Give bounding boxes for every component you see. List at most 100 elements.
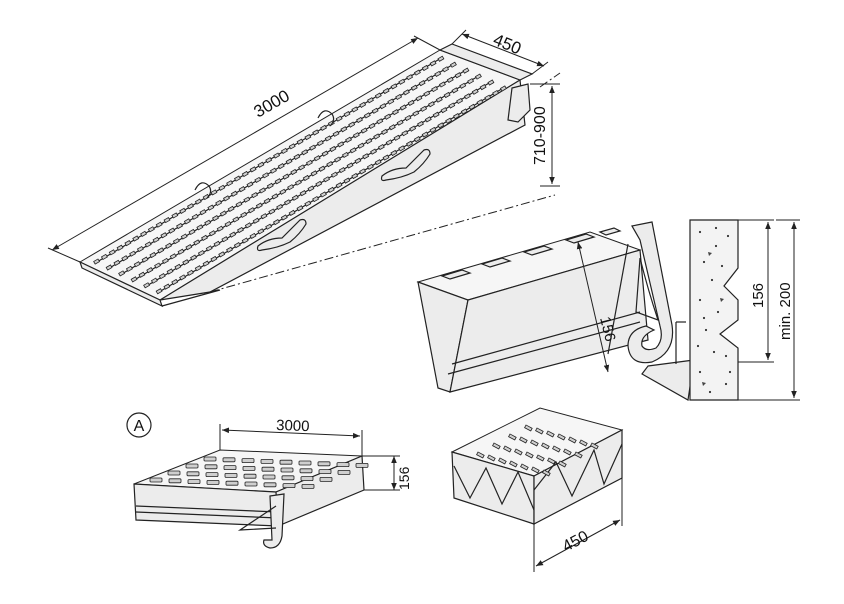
- ramp-bottom-edge: [161, 289, 221, 307]
- ramp-slot: [100, 253, 108, 261]
- dim-line-section-height: [576, 241, 610, 373]
- concrete-dot: [728, 370, 732, 374]
- dim-line-ramp-length: [51, 37, 419, 251]
- detail-length-label: 3000: [276, 417, 310, 435]
- concrete-dot: [708, 390, 712, 394]
- ramp-slot: [442, 66, 450, 73]
- ramp-slot: [158, 272, 166, 280]
- detail-slot: [261, 466, 275, 472]
- ramp-slot: [163, 283, 171, 290]
- detail-slot: [204, 464, 218, 470]
- ramp-slot: [154, 262, 162, 269]
- ramp-slot: [146, 267, 154, 274]
- ramp-slot: [424, 116, 432, 123]
- detail-slot: [318, 469, 332, 475]
- ramp-slot: [179, 274, 187, 281]
- ramp-slot: [194, 265, 202, 272]
- ramp-slot: [432, 111, 440, 118]
- concrete-dot: [698, 370, 702, 374]
- ramp-slot: [174, 263, 182, 270]
- ramp-slot: [467, 78, 475, 85]
- concrete-dot: [696, 344, 700, 348]
- ramp-slot: [499, 85, 507, 92]
- module-slot: [541, 442, 550, 450]
- tread-pad: [598, 227, 622, 236]
- concrete-dot: [702, 316, 706, 320]
- module-slot: [492, 442, 501, 450]
- section-detail-view: 156 156 min. 200: [416, 219, 800, 401]
- concrete-dot: [724, 354, 728, 358]
- module-slot: [498, 457, 507, 465]
- concrete-dot: [724, 382, 728, 386]
- ramp-deck: [78, 49, 522, 301]
- ramp-slot: [197, 249, 205, 257]
- detail-marker-circle: [126, 412, 152, 438]
- ext-line: [413, 35, 441, 51]
- ramp-slot: [143, 282, 151, 289]
- tread-pad: [480, 257, 512, 268]
- ramp-slot: [150, 277, 158, 284]
- tread-pad: [440, 269, 472, 280]
- ramp-slot: [420, 105, 428, 112]
- detail-hook: [263, 493, 285, 549]
- module-slot: [531, 466, 540, 474]
- ramp-slot: [443, 91, 451, 99]
- ramp-height-label: 710-900: [532, 106, 549, 165]
- ramp-slot: [138, 271, 146, 278]
- ramp-slot: [431, 85, 439, 93]
- module-slot: [514, 448, 523, 456]
- ramp-slot: [166, 268, 174, 275]
- concrete-dot: [712, 350, 716, 354]
- module-view: 450: [450, 407, 624, 572]
- ramp-slot: [190, 254, 197, 261]
- ramp-slot: [429, 60, 437, 67]
- ramp-slot: [440, 107, 448, 114]
- detail-hook-web: [237, 505, 277, 531]
- ext-line: [47, 247, 81, 263]
- ramp-slot: [449, 61, 457, 68]
- module-slot: [503, 445, 512, 453]
- ramp-length-label: 3000: [251, 86, 293, 121]
- ramp-slot: [451, 87, 459, 94]
- concrete-dot: [726, 234, 730, 238]
- detail-slot: [260, 458, 274, 464]
- detail-slot: [203, 456, 217, 462]
- detail-height-label: 156: [396, 466, 412, 490]
- ramp-slot: [484, 94, 492, 101]
- ramp-slot: [476, 99, 484, 106]
- ramp-slot: [460, 108, 468, 115]
- concrete-texture: [696, 226, 732, 394]
- ramp-slot: [445, 117, 453, 124]
- ramp-slot: [487, 79, 495, 86]
- detail-slot: [244, 481, 258, 487]
- module-slot: [476, 451, 485, 459]
- detail-slot: [167, 470, 181, 476]
- detail-slot-rows: [149, 456, 369, 489]
- ramp-slot: [462, 67, 470, 74]
- tread-pad: [522, 245, 554, 256]
- module-slot: [574, 451, 583, 459]
- module-slot: [525, 451, 534, 459]
- detail-slot: [262, 474, 276, 480]
- support-angle: [641, 359, 695, 401]
- detail-slot: [263, 482, 277, 488]
- concrete-dot: [714, 226, 718, 230]
- ramp-slot: [448, 102, 456, 109]
- module-slot: [530, 439, 539, 447]
- module-slot: [552, 445, 561, 453]
- detail-slot: [206, 479, 220, 485]
- ramp-slot: [421, 64, 429, 72]
- module-slot: [590, 442, 599, 450]
- ramp-slot: [426, 75, 434, 82]
- ramp-slot: [121, 255, 129, 262]
- detail-slot: [355, 462, 369, 468]
- wall-min-label: min. 200: [777, 282, 794, 340]
- detail-a-view: A 3000 156: [126, 412, 412, 549]
- module-slot: [558, 460, 567, 468]
- ramp-slot: [149, 251, 157, 259]
- ramp-slot: [171, 278, 179, 286]
- hook-web: [635, 257, 659, 321]
- detail-slot: [241, 458, 255, 464]
- ramp-slot: [186, 269, 194, 276]
- module-slot: [563, 448, 572, 456]
